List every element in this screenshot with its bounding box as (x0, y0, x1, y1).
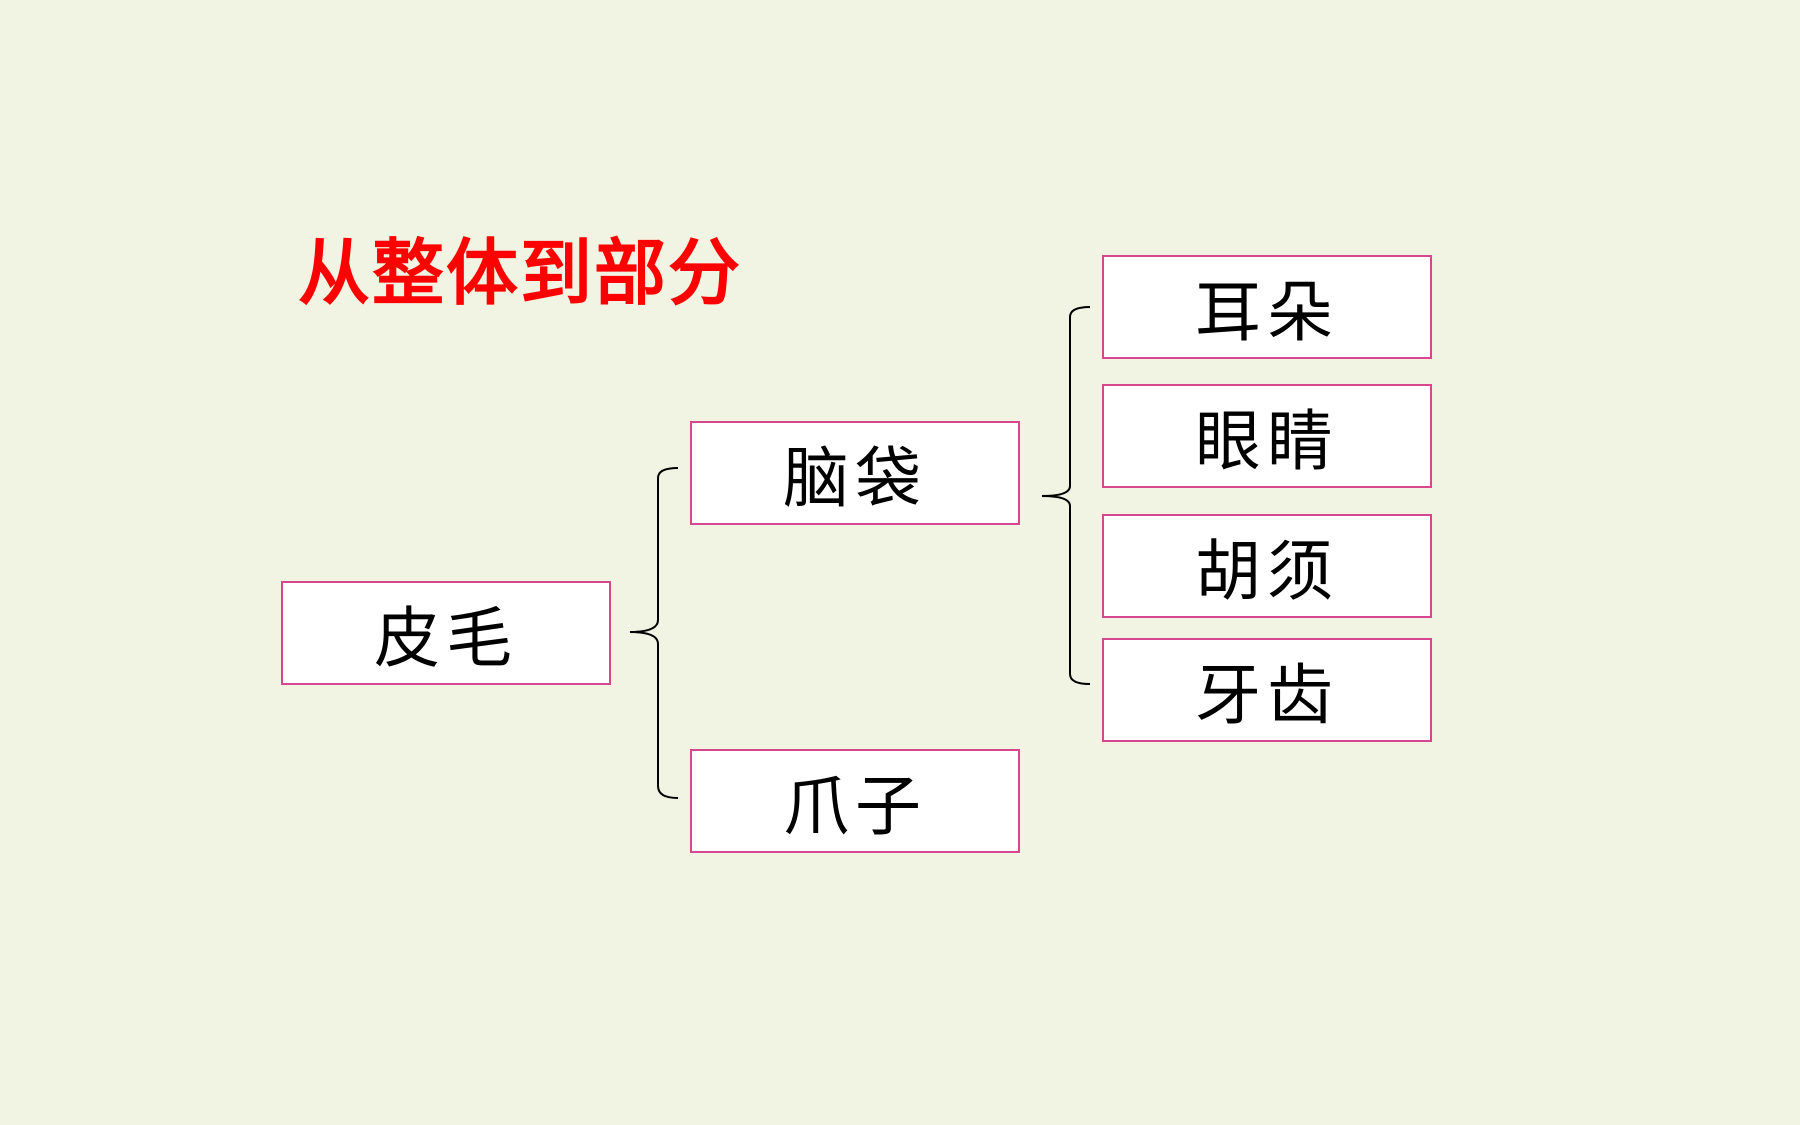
node-claws-label: 爪子 (783, 768, 927, 845)
bracket-head-parts (1041, 306, 1091, 685)
node-ears-label: 耳朵 (1195, 274, 1339, 351)
node-eyes-label: 眼睛 (1195, 403, 1339, 480)
node-teeth: 牙齿 (1102, 638, 1432, 742)
node-root: 皮毛 (281, 581, 611, 685)
diagram-title: 从整体到部分 (298, 231, 743, 315)
bracket-root-branches (629, 467, 679, 799)
node-head: 脑袋 (690, 421, 1020, 525)
node-ears: 耳朵 (1102, 255, 1432, 359)
node-claws: 爪子 (690, 749, 1020, 853)
node-root-label: 皮毛 (374, 600, 518, 677)
node-head-label: 脑袋 (783, 440, 927, 517)
node-whiskers-label: 胡须 (1195, 533, 1339, 610)
node-whiskers: 胡须 (1102, 514, 1432, 618)
node-teeth-label: 牙齿 (1195, 657, 1339, 734)
node-eyes: 眼睛 (1102, 384, 1432, 488)
